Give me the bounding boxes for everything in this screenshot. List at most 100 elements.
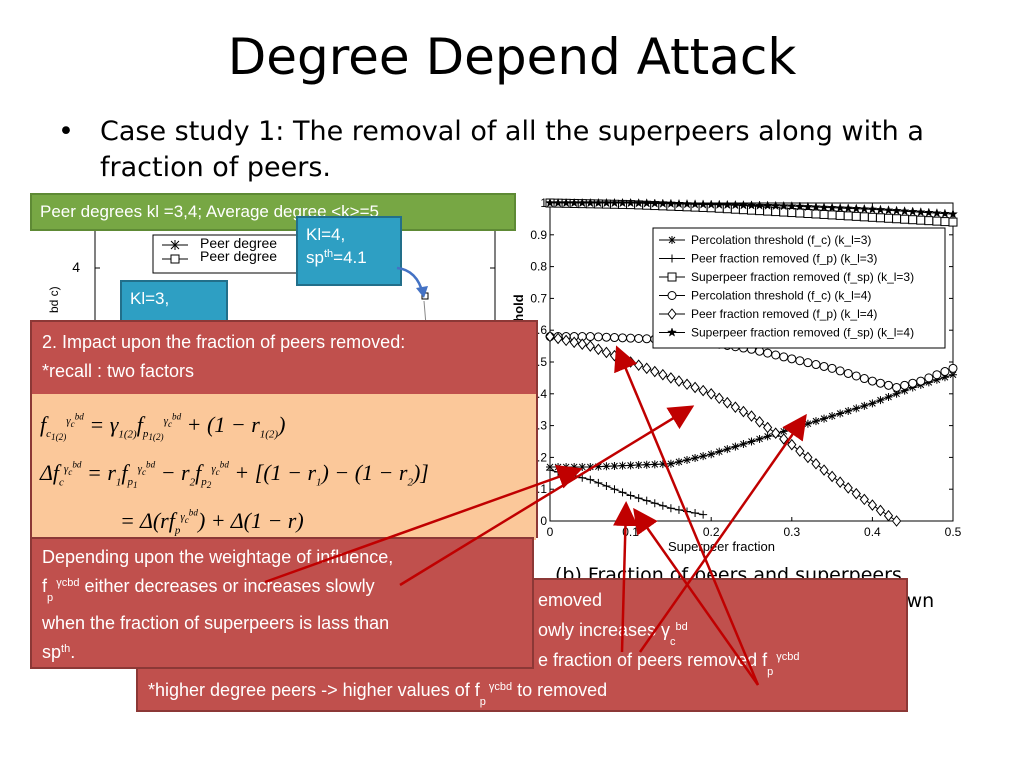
data-point: [940, 373, 949, 382]
data-point: [706, 199, 717, 209]
data-point: [569, 336, 579, 349]
data-point: [883, 205, 894, 215]
data-point: [899, 206, 910, 216]
data-point: [939, 208, 950, 218]
data-point: [577, 338, 587, 350]
data-point: [667, 291, 677, 300]
data-point: [594, 462, 603, 471]
data-point: [932, 375, 941, 384]
data-point: [585, 340, 595, 352]
data-point: [723, 445, 732, 454]
data-point: [787, 354, 797, 364]
data-point: [666, 459, 675, 468]
data-point: [779, 207, 789, 217]
data-point: [610, 461, 619, 470]
data-point: [851, 487, 861, 500]
data-point: [544, 197, 556, 208]
data-point: [860, 401, 869, 410]
data-point: [827, 470, 837, 483]
data-point: [553, 332, 563, 345]
data-point: [746, 200, 757, 210]
data-point: [593, 332, 603, 342]
data-point: [924, 373, 934, 383]
data-point: [924, 216, 934, 226]
blue-arrow: [396, 266, 428, 298]
data-point: [947, 208, 959, 219]
data-point: [900, 214, 910, 224]
data-point: [795, 356, 805, 366]
data-point: [907, 206, 918, 217]
data-point: [668, 254, 676, 263]
data-point: [851, 371, 861, 381]
x-tick-label: 0.5: [945, 525, 962, 539]
data-point: [707, 450, 716, 459]
data-point: [811, 417, 820, 426]
data-point: [867, 204, 878, 214]
data-point: [715, 447, 724, 456]
impact-recall: *recall : two factors: [42, 361, 195, 381]
formula-panel: fc1(2)γcbd = γ1(2)fp1(2)γcbd + (1 − r1(2…: [32, 394, 536, 540]
data-point: [803, 451, 813, 464]
data-point: [562, 462, 571, 471]
data-point: [626, 333, 636, 343]
data-point: [569, 197, 580, 208]
data-point: [699, 452, 708, 461]
data-point: [666, 327, 678, 337]
impact-box: 2. Impact upon the fraction of peers rem…: [30, 320, 538, 540]
slide-title: Degree Depend Attack: [227, 28, 797, 86]
y-tick-label: 0: [540, 514, 547, 528]
data-point: [763, 348, 773, 358]
data-point: [811, 360, 821, 370]
data-point: [819, 202, 830, 212]
data-point: [923, 207, 934, 217]
conclusion-line1: emoved: [538, 590, 603, 610]
conclusion-line4: *higher degree peers -> higher values of…: [148, 680, 608, 708]
data-point: [665, 198, 676, 209]
weightage-box: Depending upon the weightage of influenc…: [30, 537, 534, 669]
data-point: [891, 515, 902, 527]
legend-label: Peer fraction removed (f_p) (k_l=3): [691, 252, 877, 266]
data-point: [730, 199, 741, 210]
weightage-line1: Depending upon the weightage of influenc…: [42, 547, 394, 567]
data-point: [667, 308, 677, 320]
y-tick-label: 1: [540, 196, 547, 210]
data-point: [835, 366, 845, 376]
data-point: [618, 333, 628, 343]
kl4-callout: Kl=4, spth=4.1: [296, 216, 402, 286]
data-point: [617, 197, 628, 208]
data-point: [867, 212, 877, 222]
x-axis-label: Superpeer fraction: [668, 539, 775, 554]
data-point: [908, 378, 918, 388]
legend-label: Percolation threshold (f_c) (k_l=4): [691, 289, 871, 303]
sp-text: sp: [306, 248, 324, 267]
data-point: [683, 455, 692, 464]
data-point: [867, 376, 877, 386]
data-point: [561, 197, 572, 208]
x-tick-label: 0.2: [703, 525, 720, 539]
data-point: [755, 206, 765, 216]
data-point: [634, 333, 644, 343]
data-point: [763, 432, 772, 441]
data-point: [634, 461, 643, 470]
data-point: [658, 460, 667, 469]
data-point: [819, 361, 829, 371]
data-point: [892, 389, 901, 398]
left-ylabel: bd c): [47, 286, 61, 313]
legend-label: Superpeer fraction removed (f_sp) (k_l=4…: [691, 326, 914, 340]
data-point: [868, 399, 877, 408]
legend-label: Superpeer fraction removed (f_sp) (k_l=3…: [691, 270, 914, 284]
kl4-line1: Kl=4,: [306, 225, 346, 244]
data-point: [691, 454, 700, 463]
data-point: [876, 396, 885, 405]
data-point: [585, 197, 596, 208]
data-point: [795, 422, 804, 431]
data-point: [585, 332, 595, 342]
data-point: [642, 334, 652, 344]
data-point: [892, 214, 902, 224]
data-point: [763, 206, 773, 216]
data-point: [949, 370, 957, 379]
data-point: [875, 504, 886, 517]
data-point: [601, 332, 611, 342]
left-legend-2: Peer degree: [200, 248, 277, 264]
